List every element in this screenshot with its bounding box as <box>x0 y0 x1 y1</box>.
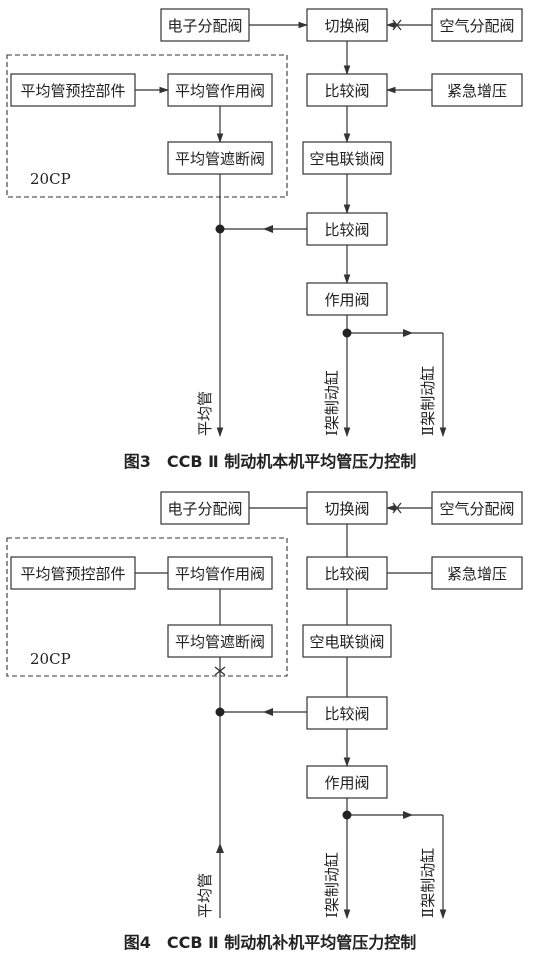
block-label: 电子分配阀 <box>167 500 242 518</box>
figure-4-wires <box>135 502 447 919</box>
block-label: 比较阀 <box>324 221 369 239</box>
block-label: 空气分配阀 <box>439 500 514 518</box>
figure-3-wires <box>135 19 447 437</box>
block-label: 平均管遮断阀 <box>175 633 265 651</box>
block-compare-valve-top: 比较阀 <box>306 73 388 107</box>
output-equalizer-pipe: 平均管 <box>196 391 214 436</box>
block-label: 空气分配阀 <box>439 17 514 35</box>
group-20cp-label: 20CP <box>30 170 71 188</box>
block-label: 比较阀 <box>324 565 369 583</box>
block-switch-valve: 切换阀 <box>306 8 388 42</box>
block-label: 紧急增压 <box>447 565 507 583</box>
block-emergency: 紧急增压 <box>431 556 523 590</box>
block-x-mark <box>392 19 402 31</box>
block-label: 平均管遮断阀 <box>175 150 265 168</box>
figure-4: 20CP 电子分配阀 切换阀 空气分配阀 比较阀 紧急增压 空电联锁阀 平均管预… <box>6 491 523 952</box>
output-cylinder-1: Ⅰ架制动缸 <box>323 370 341 436</box>
output-cylinder-1: Ⅰ架制动缸 <box>323 852 341 918</box>
block-action-valve: 作用阀 <box>306 282 388 316</box>
block-label: 作用阀 <box>324 291 369 309</box>
output-cylinder-2: Ⅱ架制动缸 <box>419 848 437 918</box>
block-air-valve: 空气分配阀 <box>431 491 523 525</box>
block-air-valve: 空气分配阀 <box>431 8 523 42</box>
block-label: 平均管作用阀 <box>175 82 265 100</box>
junction-dot <box>342 810 352 820</box>
block-label: 作用阀 <box>324 774 369 792</box>
block-label: 空电联锁阀 <box>309 633 384 651</box>
block-label: 平均管作用阀 <box>175 565 265 583</box>
junction-dot <box>342 328 352 338</box>
block-label: 紧急增压 <box>447 82 507 100</box>
block-switch-valve: 切换阀 <box>306 491 388 525</box>
block-label: 电子分配阀 <box>167 17 242 35</box>
block-compare-valve-top: 比较阀 <box>306 556 388 590</box>
block-action-valve: 作用阀 <box>306 765 388 799</box>
group-20cp-border <box>6 54 288 198</box>
block-label: 比较阀 <box>324 705 369 723</box>
block-equalizer-precontrol: 平均管预控部件 <box>10 73 136 107</box>
figure-caption: 图4 CCB Ⅱ 制动机补机平均管压力控制 <box>124 933 417 952</box>
figure-caption: 图3 CCB Ⅱ 制动机本机平均管压力控制 <box>124 452 417 471</box>
block-compare-valve-bottom: 比较阀 <box>306 696 388 730</box>
group-20cp-border <box>6 537 288 677</box>
block-equalizer-action: 平均管作用阀 <box>167 556 273 590</box>
block-x-mark <box>392 502 402 514</box>
junction-dot <box>215 707 225 717</box>
output-cylinder-2: Ⅱ架制动缸 <box>419 366 437 436</box>
figure-3: 20CP 电子分配阀 切换阀 空气分配阀 比较阀 紧急增压 空电联锁阀 平均 <box>6 8 523 471</box>
junction-dot <box>215 224 225 234</box>
block-label: 切换阀 <box>324 500 369 518</box>
block-equalizer-cutoff: 平均管遮断阀 <box>167 624 273 658</box>
block-interlock-valve: 空电联锁阀 <box>302 141 392 175</box>
block-interlock-valve: 空电联锁阀 <box>302 624 392 658</box>
output-equalizer-pipe: 平均管 <box>196 873 214 918</box>
block-label: 平均管预控部件 <box>20 565 125 583</box>
block-equalizer-action: 平均管作用阀 <box>167 73 273 107</box>
group-20cp-label: 20CP <box>30 650 71 668</box>
block-label: 切换阀 <box>324 17 369 35</box>
block-equalizer-precontrol: 平均管预控部件 <box>10 556 136 590</box>
block-label: 比较阀 <box>324 82 369 100</box>
block-x-mark <box>214 666 226 676</box>
block-electronic-valve: 电子分配阀 <box>160 491 250 525</box>
block-electronic-valve: 电子分配阀 <box>160 8 250 42</box>
block-equalizer-cutoff: 平均管遮断阀 <box>167 141 273 175</box>
block-compare-valve-bottom: 比较阀 <box>306 212 388 246</box>
block-label: 平均管预控部件 <box>20 82 125 100</box>
block-emergency: 紧急增压 <box>431 73 523 107</box>
block-label: 空电联锁阀 <box>309 150 384 168</box>
